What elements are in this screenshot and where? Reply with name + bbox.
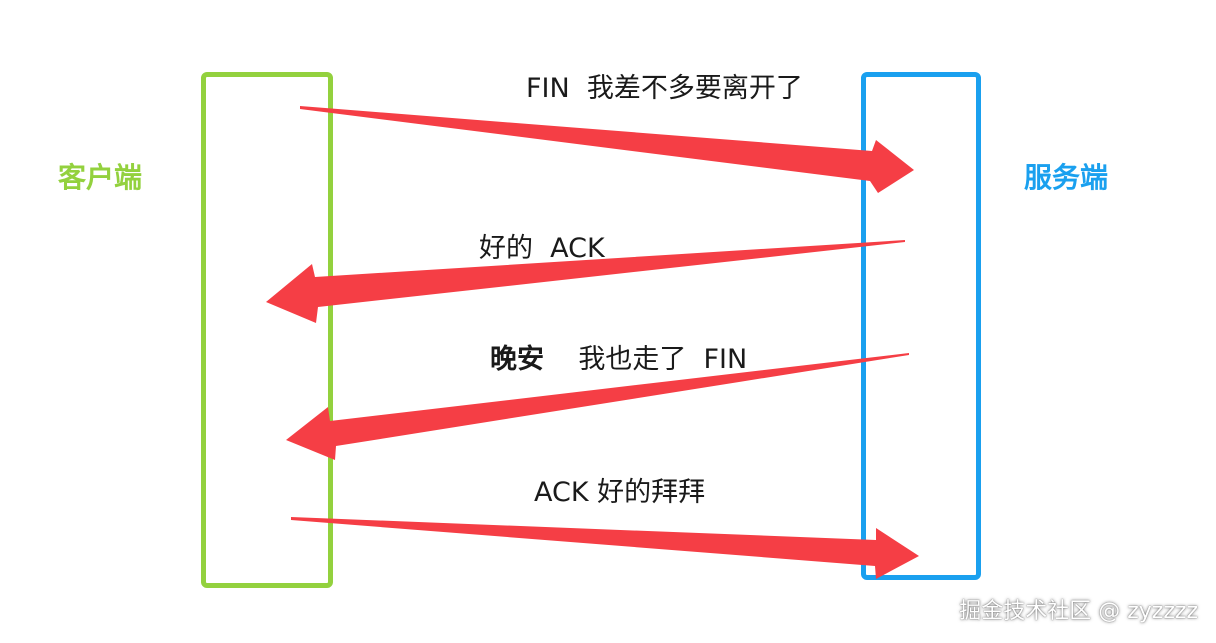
message-fin-leaving-too: 我也走了 FIN	[544, 344, 748, 375]
arrow-ack-server-to-client	[266, 240, 905, 323]
arrow-fin-server-to-client	[286, 353, 909, 460]
client-box	[201, 72, 333, 588]
watermark: 掘金技术社区 @ zyzzzz	[959, 599, 1198, 624]
client-label: 客户端	[58, 161, 143, 194]
server-label: 服务端	[1024, 161, 1109, 194]
message-goodnight-fin: 晚安 我也走了 FIN	[490, 343, 747, 377]
message-fin-leaving: FIN 我差不多要离开了	[526, 73, 803, 104]
server-box	[861, 72, 981, 580]
message-ack-ok: 好的 ACK	[479, 233, 605, 264]
arrow-fin-client-to-server	[300, 106, 914, 193]
message-ack-bye: ACK 好的拜拜	[534, 477, 706, 508]
arrow-ack-client-to-server	[291, 517, 919, 579]
message-goodnight-bold: 晚安	[490, 344, 544, 375]
